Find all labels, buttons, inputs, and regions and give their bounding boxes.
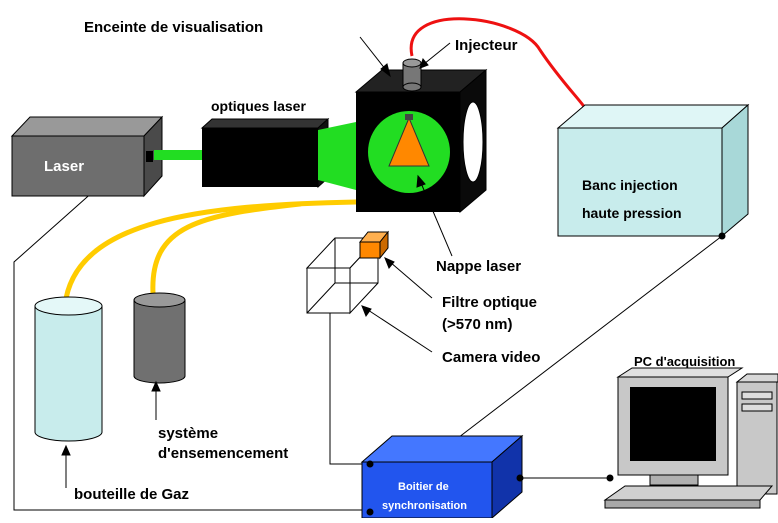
laser-label: Laser bbox=[44, 158, 84, 175]
laser-beam bbox=[154, 150, 204, 160]
injector-pipe bbox=[409, 17, 587, 109]
sync-label-line2: synchronisation bbox=[382, 500, 467, 512]
gas-bottle bbox=[34, 296, 103, 442]
visualisation-chamber bbox=[354, 68, 488, 214]
pc-keyboard-front bbox=[604, 499, 761, 509]
wire-bench-to-sync bbox=[449, 235, 723, 445]
label-enceinte: Enceinte de visualisation bbox=[84, 19, 263, 36]
seeding-system bbox=[133, 292, 186, 384]
pc-keyboard bbox=[603, 485, 774, 501]
arrow-enceinte bbox=[359, 36, 387, 71]
laser-optics: optiques laser bbox=[200, 98, 330, 189]
pc-tower-front bbox=[736, 381, 778, 495]
bench-front-face bbox=[557, 127, 723, 237]
optics-top-face bbox=[200, 118, 330, 129]
label-filtre-line2: (>570 nm) bbox=[442, 316, 512, 333]
bench-label-line1: Banc injection bbox=[582, 177, 678, 193]
seeder-top bbox=[133, 292, 186, 308]
gas-line-to-seeder bbox=[150, 201, 303, 296]
label-filtre-line1: Filtre optique bbox=[442, 294, 537, 311]
sync-front-face bbox=[361, 461, 493, 519]
pc-tower-top bbox=[735, 373, 778, 383]
bottle-top bbox=[34, 296, 103, 316]
arrow-filtre-head bbox=[384, 257, 395, 269]
laser-aperture bbox=[146, 151, 153, 162]
label-camera: Camera video bbox=[442, 349, 540, 366]
label-systeme-line2: d'ensemencement bbox=[158, 445, 288, 462]
arrow-bouteille-head bbox=[61, 444, 71, 456]
label-systeme-line1: système bbox=[158, 425, 218, 442]
pc-drive-1 bbox=[741, 391, 773, 400]
arrow-systeme-head bbox=[151, 380, 161, 392]
label-bouteille: bouteille de Gaz bbox=[74, 486, 189, 503]
label-nappe: Nappe laser bbox=[436, 258, 521, 275]
label-pc: PC d'acquisition bbox=[634, 354, 735, 369]
signal-wires bbox=[13, 189, 723, 511]
sync-connector-1 bbox=[366, 460, 374, 468]
laser-sheet bbox=[318, 122, 356, 190]
gas-lines bbox=[62, 199, 359, 308]
bench-label-line2: haute pression bbox=[582, 205, 682, 221]
sync-connector-2 bbox=[366, 508, 374, 516]
laser-top-face bbox=[10, 116, 164, 137]
laser-unit: Laser bbox=[10, 115, 164, 198]
injector-top bbox=[402, 58, 422, 68]
seeder-body-cover bbox=[134, 300, 185, 376]
arrow-injecteur-head bbox=[419, 57, 429, 69]
pc-monitor-top bbox=[616, 367, 744, 378]
laser-front-face bbox=[11, 135, 145, 197]
wire-camera-to-sync bbox=[329, 312, 370, 465]
pc-connector bbox=[606, 474, 614, 482]
injector bbox=[402, 58, 422, 92]
optical-filter bbox=[358, 230, 390, 260]
arrow-enceinte-head bbox=[380, 63, 391, 78]
acquisition-pc bbox=[603, 367, 778, 509]
camera-hidden-edge-2 bbox=[306, 282, 336, 314]
chamber-side-window bbox=[462, 101, 484, 183]
bench-connector bbox=[718, 232, 726, 240]
optics-label: optiques laser bbox=[211, 98, 306, 114]
spray-cone bbox=[388, 116, 430, 167]
sync-connector-3 bbox=[516, 474, 524, 482]
pc-monitor-stand bbox=[649, 474, 699, 486]
arrow-nappe-head bbox=[416, 174, 426, 188]
arrow-nappe bbox=[420, 182, 453, 257]
sync-box: Boitier de synchronisation bbox=[360, 434, 524, 520]
optics-front-face bbox=[202, 128, 318, 187]
arrow-injecteur bbox=[423, 42, 451, 65]
filter-front bbox=[359, 241, 381, 259]
wire-laser-to-sync bbox=[13, 189, 362, 511]
pc-screen bbox=[630, 387, 716, 461]
injection-bench: Banc injection haute pression bbox=[556, 103, 750, 240]
label-arrows bbox=[61, 36, 453, 488]
label-injecteur: Injecteur bbox=[455, 37, 518, 54]
sync-label-line1: Boitier de bbox=[398, 481, 449, 493]
bench-top-face bbox=[556, 104, 750, 129]
injector-bottom bbox=[402, 82, 422, 92]
pc-drive-2 bbox=[741, 403, 773, 412]
arrow-camera bbox=[367, 309, 433, 353]
arrow-filtre bbox=[389, 261, 433, 299]
injector-nozzle bbox=[405, 114, 413, 120]
arrow-camera-head bbox=[361, 305, 372, 318]
bench-side-face bbox=[721, 103, 749, 238]
bottle-body-cover bbox=[35, 306, 102, 432]
